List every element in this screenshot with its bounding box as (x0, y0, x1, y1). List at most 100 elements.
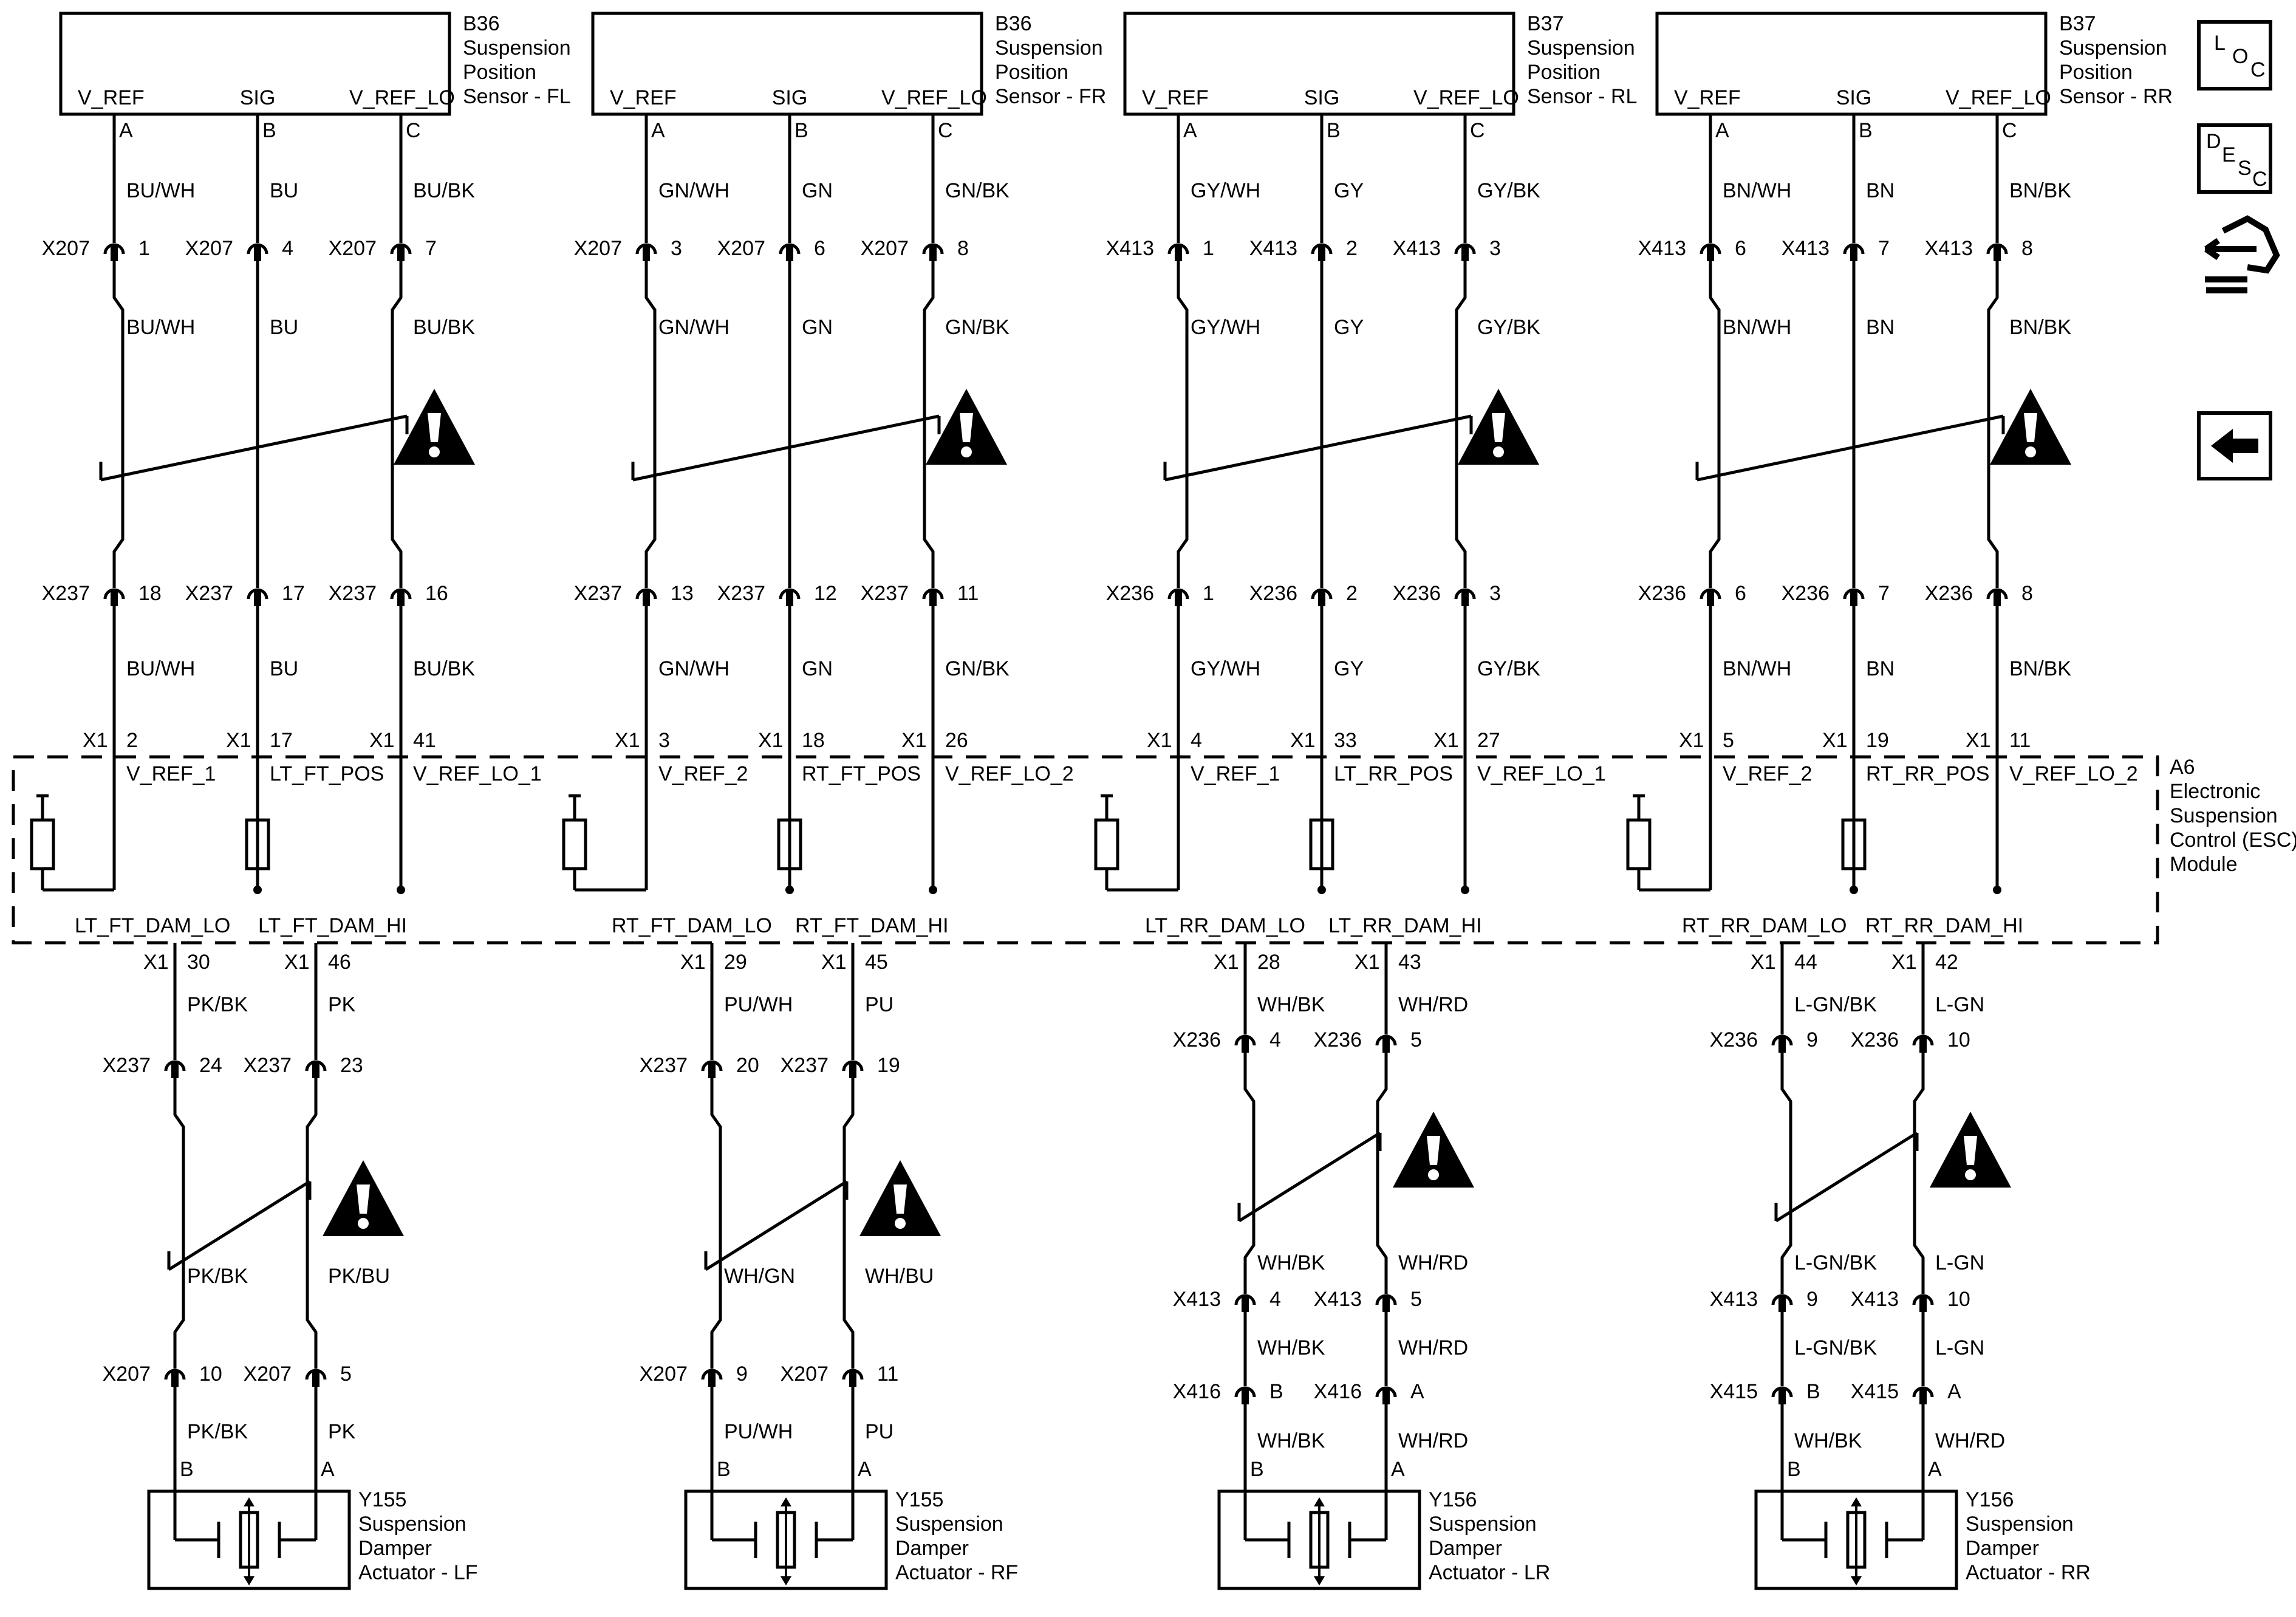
sensor-box (1655, 12, 2048, 116)
loc-letter: L (2214, 32, 2226, 55)
loc-button[interactable]: LOC (2197, 20, 2272, 91)
exclamation-dot-icon (429, 446, 440, 457)
wire-color-label: GY (1334, 657, 1364, 680)
sensor-name-line: Position (463, 61, 536, 84)
back-arrow-icon[interactable] (2211, 429, 2258, 463)
wire-color-label: PK/BK (187, 1420, 248, 1443)
module-signal-label: V_REF_2 (658, 762, 748, 785)
connector-pin-number: 9 (736, 1362, 748, 1386)
module-signal-label: V_REF_LO_2 (2009, 762, 2138, 785)
connector-pin-icon (1382, 1389, 1390, 1404)
connector-pin-number: 12 (814, 582, 837, 605)
sensor-pin-label: V_REF (78, 86, 145, 109)
exclamation-dot-icon (1493, 446, 1504, 457)
connector-label: X413 (1925, 237, 1973, 260)
sensor-pin-label: V_REF (1142, 86, 1209, 109)
connector-pin-number: 2 (1346, 237, 1358, 260)
wire-color-label: GN/WH (658, 179, 729, 202)
actuator-ref: Y156 (1429, 1488, 1477, 1511)
connector-pin-number: 4 (282, 237, 293, 260)
wire-color-label: PK/BU (328, 1265, 390, 1288)
twisted-pair-line (1164, 414, 1472, 482)
wire-color-label: L-GN (1935, 993, 1984, 1016)
connector-label: X237 (717, 582, 765, 605)
wire (644, 261, 657, 588)
actuator-name-line: Suspension (1429, 1513, 1537, 1536)
sensor-pin-letter: A (1183, 119, 1197, 142)
wire-color-label: BN/WH (1723, 179, 1791, 202)
connector-pin-icon (1778, 1037, 1786, 1053)
connector-pin-icon (111, 245, 118, 261)
back-button[interactable] (2197, 411, 2272, 480)
arrow-down-icon (1851, 1576, 1862, 1585)
connector-label: X413 (1851, 1288, 1899, 1311)
wire-color-label: BU/BK (413, 179, 475, 202)
module-pin-number: 41 (413, 729, 436, 752)
loc-button-frame[interactable] (2197, 20, 2272, 91)
module-connector-label: X1 (1355, 951, 1380, 974)
connector-label: X236 (1638, 582, 1686, 605)
module-connector-label: X1 (1891, 951, 1917, 974)
wire-color-label: BN/WH (1723, 657, 1791, 680)
connector-socket-icon (635, 243, 657, 255)
wire-color-label: WH/RD (1398, 1251, 1468, 1274)
wire-color-label: GN (802, 316, 833, 339)
wire-color-label: BU/WH (126, 316, 195, 339)
connector-pin-number: 6 (814, 237, 825, 260)
wire-color-label: WH/BK (1257, 993, 1325, 1016)
arrow-down-icon (1314, 1576, 1325, 1585)
desc-button-frame[interactable] (2197, 123, 2272, 194)
actuator-name-line: Actuator - RF (895, 1561, 1018, 1584)
module-pin-number: 43 (1398, 951, 1421, 974)
connector-socket-icon (390, 588, 412, 600)
exclamation-mark-icon (357, 1185, 370, 1214)
connector-label: X237 (329, 582, 377, 605)
sensor-name-line: Position (995, 61, 1068, 84)
connector-pin-number: 11 (957, 582, 979, 605)
connector-socket-icon (1234, 1386, 1256, 1398)
actuator-ref: Y155 (358, 1488, 406, 1511)
plug-pins-icon[interactable] (2205, 276, 2247, 293)
connector-socket-icon (1311, 588, 1333, 600)
sensor-pin-letter: B (794, 119, 808, 142)
module-name-line: Electronic (2170, 780, 2260, 803)
double-arrow-icon[interactable] (2204, 238, 2257, 261)
module-connector-label: X1 (680, 951, 706, 974)
connector-end-view-icon[interactable] (2204, 215, 2280, 293)
actuator-name-line: Damper (358, 1537, 432, 1560)
module-signal-label: V_REF_LO_1 (413, 762, 542, 785)
actuator-box (1217, 1489, 1421, 1590)
connector-label: X415 (1851, 1380, 1899, 1403)
wire-color-label: WH/GN (724, 1265, 795, 1288)
wire (1376, 1053, 1388, 1294)
wire (173, 1078, 185, 1369)
sensor-name-line: Sensor - FL (463, 85, 571, 108)
sensor-pin-letter: A (119, 119, 133, 142)
wire-color-label: PK (328, 993, 356, 1016)
module-pin-number: 28 (1257, 951, 1280, 974)
connector-socket-icon (1234, 1294, 1256, 1305)
wire-color-label: BN/WH (1723, 316, 1791, 339)
module-signal-label: RT_FT_DAM_LO (612, 914, 772, 937)
module-pin-number: 4 (1191, 729, 1202, 752)
connector-label: X413 (1106, 237, 1154, 260)
wire (1780, 1053, 1792, 1294)
actuator-pin-letter: A (858, 1458, 872, 1481)
connector-shell-icon[interactable] (2221, 215, 2280, 274)
wire-color-label: WH/BK (1257, 1336, 1325, 1359)
module-name-line: Suspension (2170, 804, 2278, 827)
connector-pin-number: 5 (1410, 1288, 1422, 1311)
connector-label: X237 (185, 582, 233, 605)
connector-pin-number: 17 (282, 582, 305, 605)
wire-color-label: GN/BK (945, 657, 1010, 680)
